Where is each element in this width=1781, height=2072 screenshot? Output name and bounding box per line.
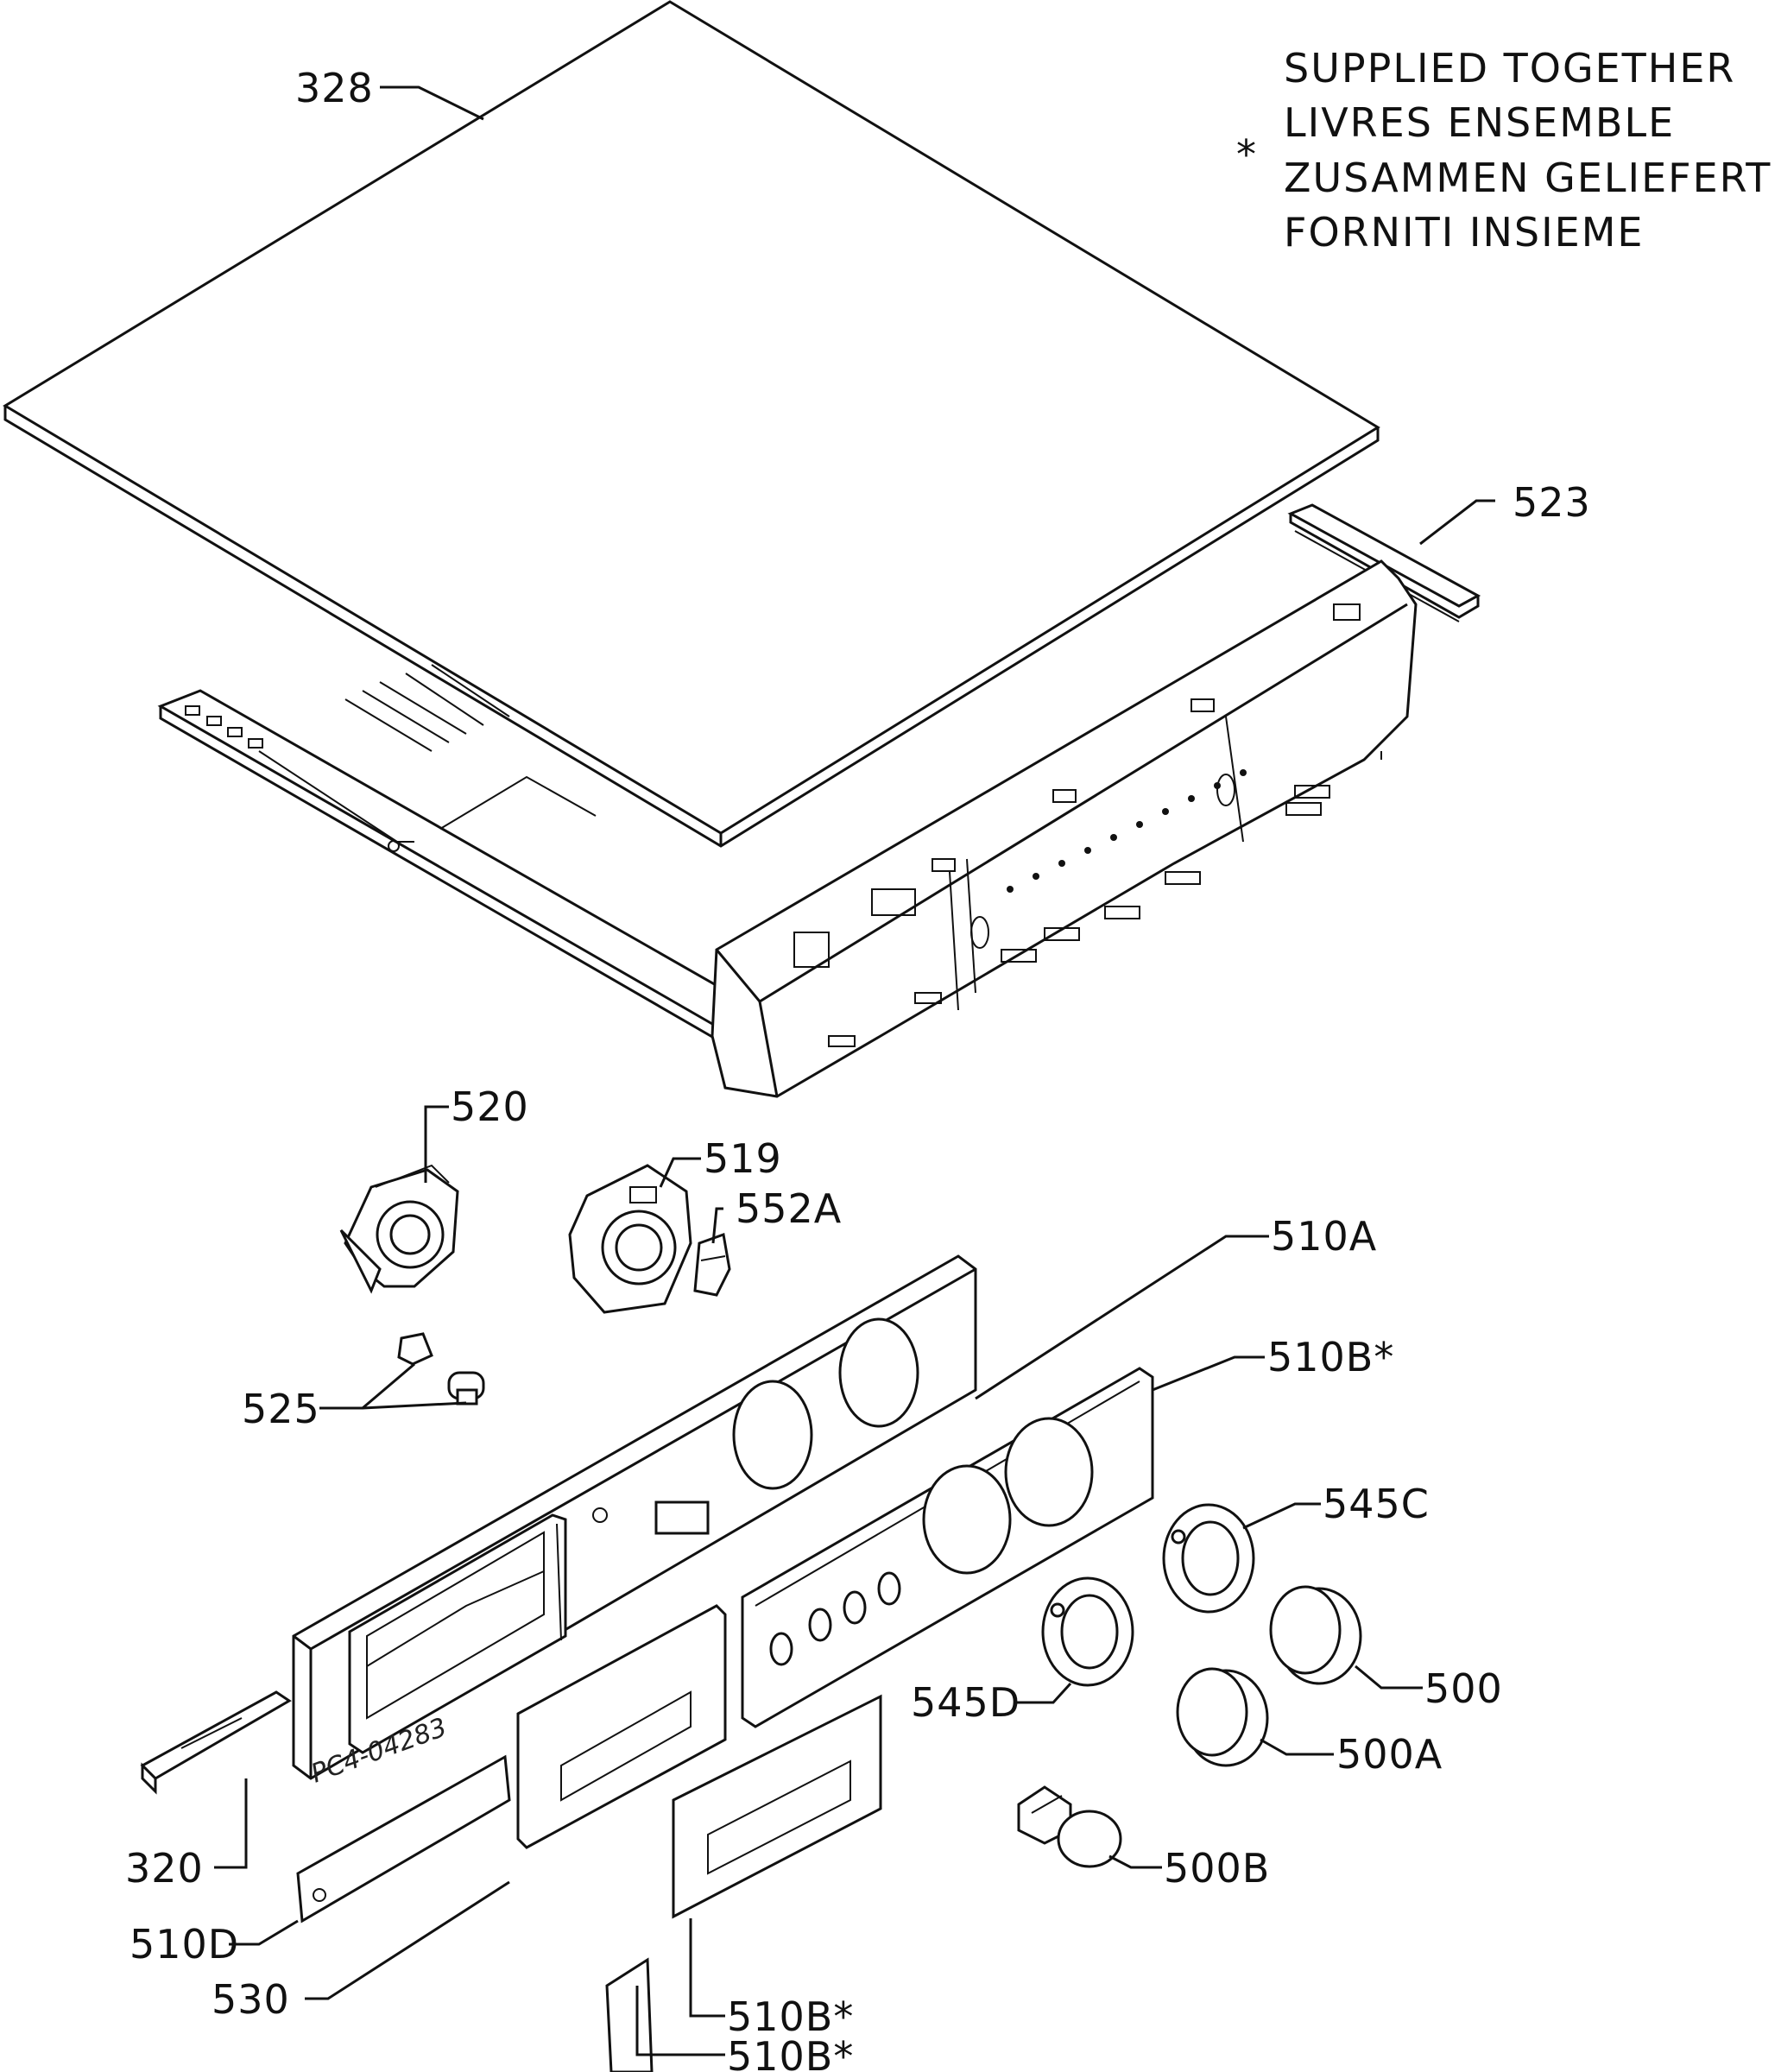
note-line-4: FORNITI INSIEME: [1284, 209, 1644, 256]
part-510A-front-panel: PC4-04283: [292, 1254, 977, 1790]
leader-lines: [214, 85, 1495, 2056]
part-552A-clip: [693, 1232, 731, 1297]
label-520: 520: [451, 1083, 529, 1130]
label-320: 320: [125, 1845, 204, 1892]
label-500A: 500A: [1336, 1731, 1443, 1778]
label-500B: 500B: [1164, 1845, 1270, 1892]
part-500B-button: [1017, 1785, 1122, 1868]
note-line-2: LIVRES ENSEMBLE: [1284, 99, 1675, 146]
part-510B-display-frame: [672, 1694, 882, 1919]
label-510D: 510D: [129, 1921, 239, 1968]
label-510A: 510A: [1271, 1213, 1377, 1260]
note-line-3: ZUSAMMEN GELIEFERT: [1284, 155, 1772, 201]
part-545D-ring: [1041, 1576, 1134, 1687]
label-510B-upper: 510B*: [1267, 1334, 1394, 1380]
part-510B-narrow-strip: [605, 1957, 654, 2072]
part-320-slider: [140, 1690, 292, 1795]
label-519: 519: [704, 1135, 782, 1182]
part-500A-knob: [1176, 1667, 1269, 1767]
part-525-fasteners: [397, 1332, 485, 1406]
part-510B-upper-panel: [741, 1367, 1154, 1728]
label-545C: 545C: [1323, 1481, 1430, 1527]
label-510B-middle: 510B*: [727, 1993, 854, 2040]
label-328: 328: [295, 65, 374, 111]
part-519-holder: [568, 1164, 692, 1314]
note-asterisk: *: [1236, 131, 1258, 178]
supplied-together-note: * SUPPLIED TOGETHER LIVRES ENSEMBLE ZUSA…: [1236, 45, 1772, 256]
part-523-panel-frame: [157, 503, 1481, 1098]
label-510B-bottom: 510B*: [727, 2033, 854, 2072]
part-labels: 328 523 520 519 552A 510A 510B* 525 545C…: [125, 65, 1591, 2072]
label-525: 525: [242, 1386, 320, 1432]
label-523: 523: [1513, 479, 1591, 526]
part-545C-ring: [1162, 1503, 1255, 1614]
part-530-frame: [516, 1604, 727, 1849]
part-500-knob: [1269, 1585, 1362, 1685]
label-552A: 552A: [736, 1185, 842, 1232]
label-545D: 545D: [911, 1679, 1020, 1726]
note-line-1: SUPPLIED TOGETHER: [1284, 45, 1735, 92]
label-500: 500: [1424, 1665, 1503, 1712]
label-530: 530: [212, 1976, 290, 2023]
part-520-holder: [339, 1164, 459, 1294]
part-510D-strip: [296, 1754, 511, 1924]
part-328-top-cover: [3, 0, 1380, 848]
